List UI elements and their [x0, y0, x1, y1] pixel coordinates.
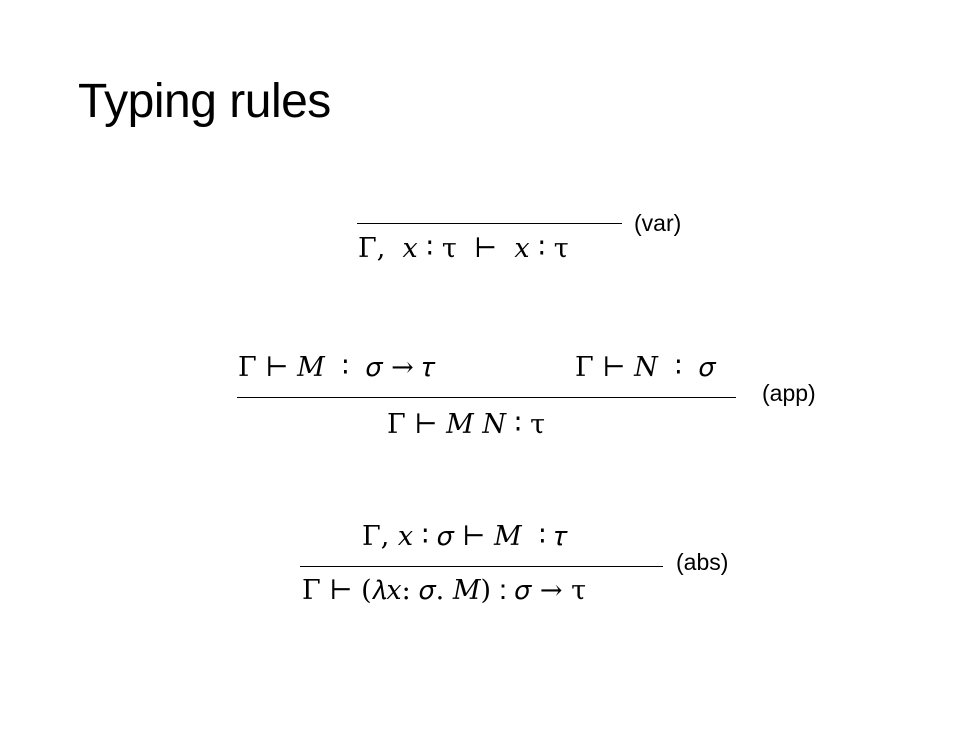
rule-var-label: (var) [634, 210, 682, 236]
rule-abs-label: (abs) [676, 549, 729, 575]
slide-title: Typing rules [78, 75, 331, 128]
rule-var-conclusion: Γ, 𝑥 ∶ τ ⊢ 𝑥 ∶ τ [358, 233, 569, 264]
rule-app-label: (app) [762, 380, 816, 406]
rule-var-inference-line [357, 223, 622, 224]
rule-app-inference-line [237, 397, 736, 398]
rule-app-conclusion: Γ ⊢ 𝑀 𝑁 ∶ τ [387, 409, 546, 440]
rule-abs-inference-line [300, 566, 663, 567]
rule-app-premise-left: Γ ⊢ 𝑀 ∶ 𝜎 → 𝜏 [238, 352, 436, 383]
rule-app-premise-right: Γ ⊢ 𝑁 ∶ 𝜎 [575, 352, 716, 383]
rule-abs-premise: Γ, 𝑥 ∶ 𝜎 ⊢ 𝑀 ∶ 𝜏 [362, 521, 568, 552]
rule-abs-conclusion: Γ ⊢ (𝜆𝑥: 𝜎. 𝑀) ∶ 𝜎 → τ [302, 575, 587, 606]
